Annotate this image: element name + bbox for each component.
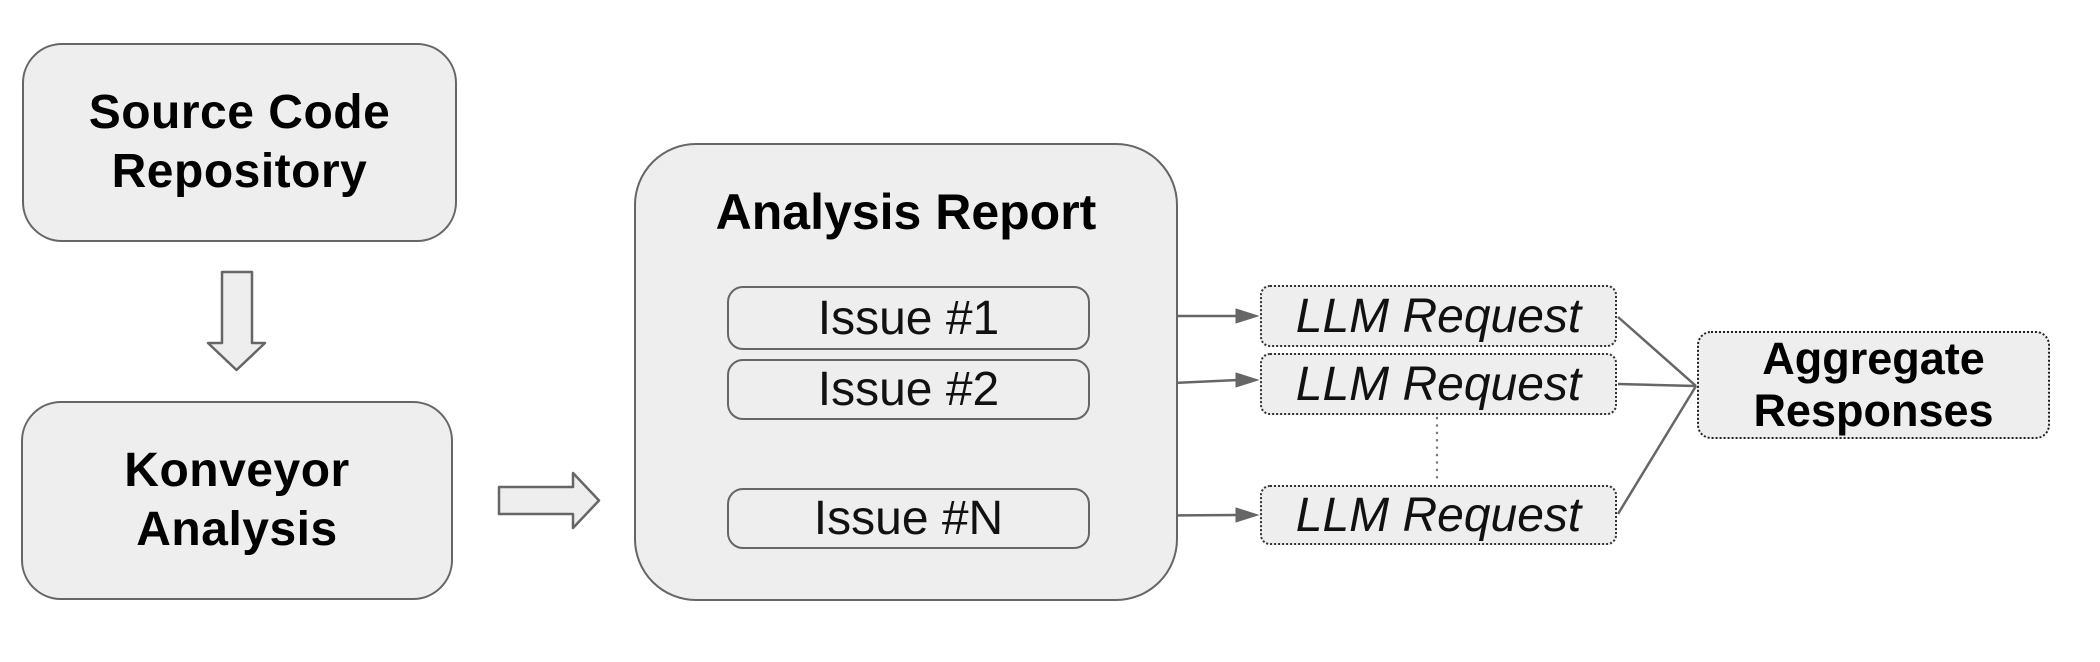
analysis-report-container: Analysis Report Issue #1 Issue #2 Issue … <box>634 143 1178 601</box>
arrowhead-llm2-icon <box>1235 372 1260 388</box>
arrowhead-llm1-icon <box>1235 308 1260 324</box>
issue-item-n: Issue #N <box>727 488 1090 549</box>
connector-llm2-aggregate <box>1617 382 1697 388</box>
arrowhead-llm3-icon <box>1235 507 1260 523</box>
llm-request-node-1: LLM Request <box>1260 285 1617 347</box>
konveyor-analysis-label: Konveyor Analysis <box>124 443 350 556</box>
source-code-repository-label: Source Code Repository <box>88 85 391 198</box>
llm-request-1-label: LLM Request <box>1295 289 1582 343</box>
connector-llm1-aggregate <box>1617 316 1697 387</box>
llm-request-node-2: LLM Request <box>1260 353 1617 415</box>
llm-request-2-label: LLM Request <box>1295 357 1582 411</box>
right-arrow-icon <box>497 471 601 530</box>
issue-item-2: Issue #2 <box>727 359 1090 420</box>
aggregate-responses-label: Aggregate Responses <box>1753 332 1994 436</box>
konveyor-analysis-node: Konveyor Analysis <box>21 401 453 600</box>
aggregate-responses-node: Aggregate Responses <box>1697 331 2050 439</box>
analysis-report-title: Analysis Report <box>715 184 1097 240</box>
llm-request-node-3: LLM Request <box>1260 485 1617 545</box>
issue-item-n-label: Issue #N <box>813 492 1004 545</box>
source-code-repository-node: Source Code Repository <box>22 43 457 242</box>
issue-item-1: Issue #1 <box>727 286 1090 350</box>
connector-llm3-aggregate <box>1616 385 1698 515</box>
down-arrow-icon <box>206 270 267 372</box>
llm-request-3-label: LLM Request <box>1295 488 1582 542</box>
issue-item-2-label: Issue #2 <box>817 363 1000 416</box>
issue-item-1-label: Issue #1 <box>817 291 1000 345</box>
